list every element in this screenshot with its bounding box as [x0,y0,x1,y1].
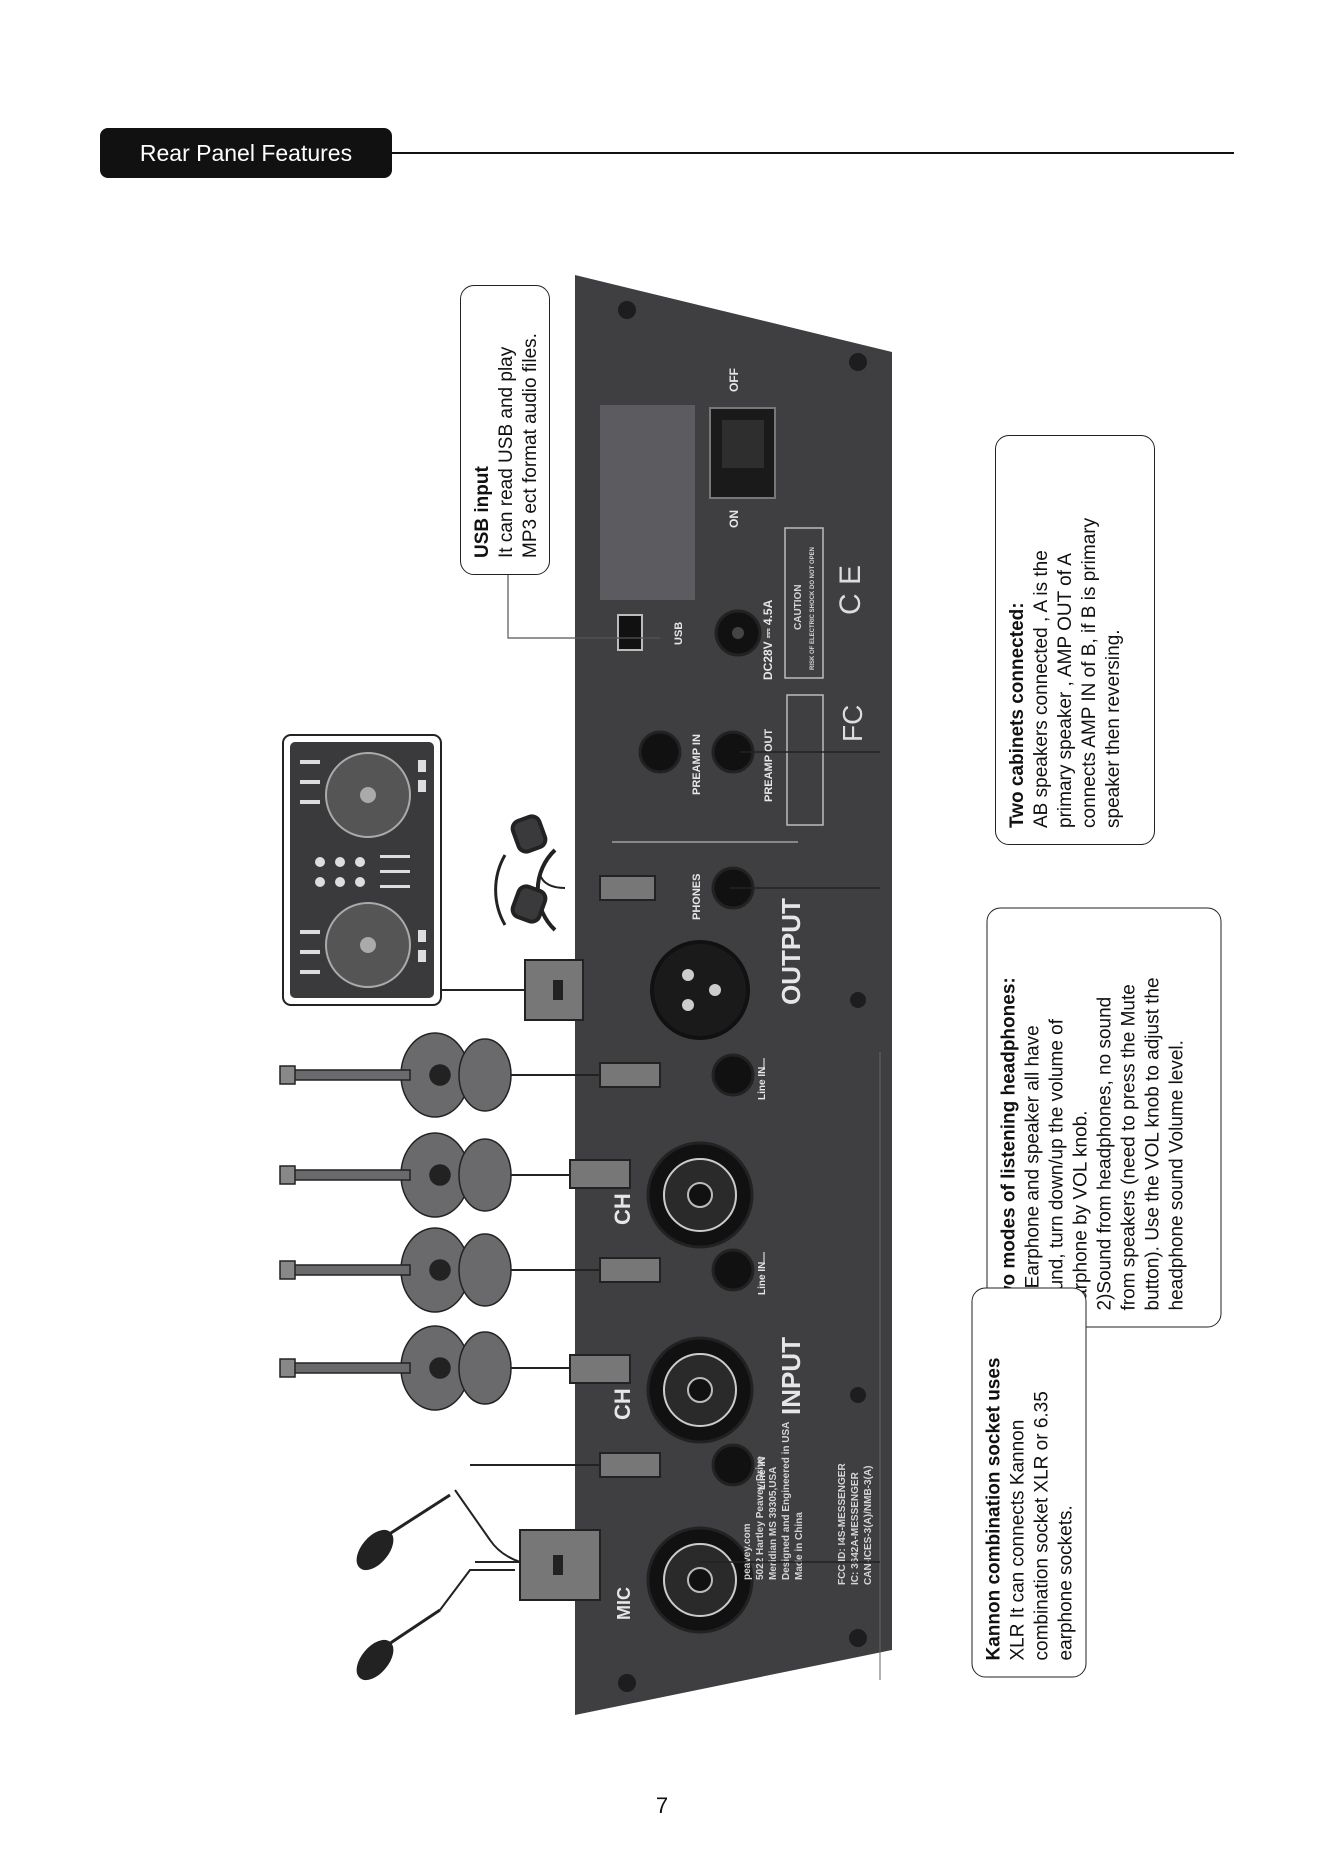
guitar-1 [279,1032,512,1118]
preamp-out-label: PREAMP OUT [763,729,775,802]
guitar-4 [279,1325,512,1411]
panel-screws [618,301,867,1692]
callout-headphones-line: 2)Sound from headphones, no sound [1094,996,1116,1311]
combo-jack-ch1 [646,1526,754,1634]
line-in-label-ch3: Line IN [757,1067,768,1100]
callout-usb-line: MP3 ect format audio files. [520,333,541,558]
callout-headphones-line: from speakers (need to press the Mute [1118,984,1140,1311]
preamp-in-jack [638,730,682,774]
fcc-line-1: FCC ID: I4S-MESSENGER [837,1463,848,1585]
fcc-line-2: IC: 3642A-MESSENGER [850,1471,861,1585]
address-line-5: Made in China [794,1512,805,1580]
usb-label: USB [673,622,685,645]
usb-display-window [600,405,695,600]
address-line-4: Designed and Engineered in USA [781,1422,792,1580]
guitar-2 [279,1132,512,1218]
callout-headphones-title: Two modes of listening headphones: [998,977,1020,1311]
callout-kannon-line: combination socket XLR or 6.35 [1031,1391,1053,1661]
preamp-in-label: PREAMP IN [691,734,703,795]
callout-headphones: Two modes of listening headphones: 1) Ea… [986,907,1222,1328]
callout-cabinets-title: Two cabinets connected: [1007,602,1028,828]
address-line-1: peavey.com [742,1523,753,1580]
callout-cabinets-line: connects AMP IN of B, if B is primary [1079,517,1100,828]
output-label: OUTPUT [776,898,806,1005]
title-rule [392,152,1234,154]
callout-usb-input: USB input It can read USB and play MP3 e… [460,285,550,575]
callout-headphones-line: earphone by VOL knob. [1070,1110,1092,1311]
callout-headphones-line: 1) Earphone and speaker all have [1022,1025,1044,1311]
caution-label [784,527,824,679]
power-switch [709,407,776,499]
callout-kannon: Kannon combination socket uses XLR It ca… [971,1287,1087,1678]
callout-cabinets-line: speaker then reversing. [1103,629,1124,828]
fc-mark: FC [837,705,868,742]
guitar-illustrations [279,1032,512,1411]
dc-label: DC28V ⎓ 4.5A [761,599,775,680]
callout-cabinets-line: AB speakers connected , A is the [1031,550,1052,828]
ce-mark: C E [834,565,867,615]
usb-port [617,614,643,651]
microphone-illustrations [356,1493,451,1681]
callout-usb-line: It can read USB and play [496,346,517,558]
caution-text: CAUTION [793,584,804,630]
input-label: INPUT [776,1337,806,1415]
on-label: ON [727,510,741,528]
caution-sub: RISK OF ELECTRIC SHOCK DO NOT OPEN [810,547,816,670]
callout-kannon-line: XLR It can connects Kannon [1007,1419,1029,1661]
address-line-3: Meridian MS 39305,USA [768,1467,779,1580]
callout-cabinets-line: primary speaker , AMP OUT of A [1055,553,1076,828]
line-in-jack-ch3 [711,1053,755,1097]
callout-kannon-line: earphone sockets. [1055,1505,1077,1661]
callout-cabinets: Two cabinets connected: AB speakers conn… [995,435,1155,845]
fcc-line-3: CAN-ICES-3(A)/NMB-3(A) [863,1466,874,1585]
combo-jack-ch2 [646,1336,754,1444]
address-line-2: 5022 Hartley Peavey Drive [755,1456,766,1580]
warning-label [786,694,824,826]
callout-headphones-line: sound, turn down/up the volume of [1046,1018,1068,1311]
phones-label: PHONES [691,874,703,920]
callout-usb-title: USB input [472,466,493,558]
callout-kannon-title: Kannon combination socket uses [983,1357,1005,1661]
line-in-jack-ch1 [711,1443,755,1487]
guitar-3 [279,1227,512,1313]
page-number: 7 [655,1793,669,1818]
headphones-illustration [494,814,557,932]
line-in-label-ch1: Line IN [757,1457,768,1490]
combo-jack-ch3 [646,1141,754,1249]
off-label: OFF [727,368,741,392]
callout-headphones-line: headphone sound Volume level. [1166,1040,1188,1311]
line-in-jack-ch2 [711,1248,755,1292]
line-in-label-ch2: Line IN [757,1262,768,1295]
xlr-output [650,940,750,1040]
callout-headphones-line: button). Use the VOL knob to adjust the [1142,977,1164,1311]
ch1-label: MIC [614,1587,634,1620]
dj-controller-illustration [282,734,442,1006]
section-title: Rear Panel Features [100,128,392,178]
